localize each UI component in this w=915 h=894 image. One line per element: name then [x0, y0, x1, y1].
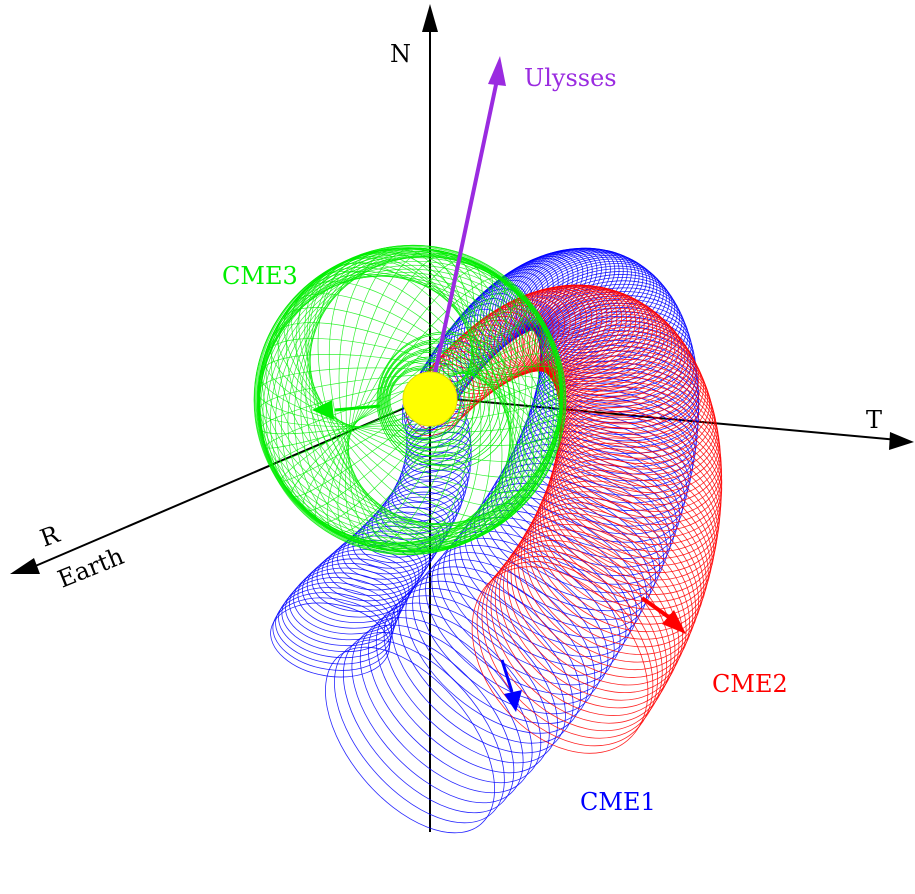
cme3-inner-ring	[385, 358, 471, 444]
north-axis-label: N	[390, 40, 411, 68]
cme1-label: CME1	[580, 788, 656, 816]
cme1-ring	[306, 553, 413, 618]
cme1-ring	[334, 639, 505, 824]
cme1-ring	[351, 624, 524, 804]
cme3-direction-arrow	[312, 400, 381, 420]
cme3-inner-ring	[381, 347, 491, 457]
cme2-ring	[524, 287, 645, 379]
cme1-ring	[418, 559, 596, 715]
cme1-ring	[448, 523, 627, 667]
cme2-ring	[513, 284, 627, 374]
cme1-ring	[281, 582, 396, 653]
cme2-ring	[510, 284, 623, 373]
cme1-ring	[437, 537, 615, 686]
cme1-ring	[391, 588, 566, 754]
cme1-ring	[483, 254, 579, 337]
cme1-ring	[383, 595, 558, 764]
cme2-ring	[547, 442, 719, 581]
cme3-inner-ring	[383, 351, 481, 449]
cme1-ring	[362, 501, 451, 558]
cme1-ring	[394, 457, 470, 509]
cme1-ring	[297, 562, 407, 629]
cme1-ring	[359, 617, 533, 794]
cme1-ring	[529, 263, 661, 346]
cme2-ring	[471, 566, 649, 754]
cme2-ring	[540, 300, 672, 395]
cme2-ring	[550, 432, 721, 566]
cme2-ring	[503, 529, 680, 701]
cme1-ring	[270, 602, 390, 678]
transverse-axis-label: T	[866, 406, 882, 434]
cme2-ring	[543, 305, 679, 402]
cme1-ring	[293, 567, 404, 635]
ulysses-direction-arrow	[428, 56, 506, 398]
north-axis-arrowhead	[422, 4, 438, 32]
cme3-ring	[256, 244, 564, 556]
ulysses-label: Ulysses	[524, 64, 617, 92]
cme2-ring	[529, 290, 653, 383]
cme3-inner-ring	[387, 365, 461, 439]
cme2-ring	[553, 421, 722, 553]
cme1-ring	[425, 552, 602, 705]
cme1-ring	[375, 602, 550, 774]
cme2-ring	[551, 320, 694, 421]
cme1-ring	[412, 566, 589, 724]
cme1-ring	[275, 592, 393, 665]
cme2-ring	[517, 507, 694, 671]
cme1-ring	[405, 573, 582, 734]
cme2-ring	[554, 416, 722, 546]
cme3-inner-ring	[386, 360, 466, 440]
transverse-axis-arrowhead	[889, 432, 914, 450]
cme2-ring	[545, 307, 683, 405]
cme1-ring	[367, 609, 542, 784]
cme3-inner-ring	[382, 349, 486, 453]
radial-axis-label: R	[36, 520, 63, 553]
cme2-ring	[494, 540, 672, 716]
cme1-ring	[325, 646, 495, 834]
cme1-ring	[494, 249, 598, 332]
cme2-ring	[552, 427, 721, 559]
cme2-ring	[538, 297, 669, 392]
transverse-axis-line	[429, 396, 899, 441]
cme3-inner-ring	[384, 356, 476, 448]
cme2-ring	[544, 453, 716, 595]
sun-disk	[402, 371, 458, 427]
cme1-ring	[302, 558, 410, 624]
cme2-ring	[479, 292, 577, 376]
cme2-ring	[550, 316, 692, 417]
cme2-direction-arrow	[640, 596, 686, 634]
radial-axis-arrowhead	[10, 558, 40, 574]
cme2-ring	[499, 534, 676, 709]
cme3-inner-ring	[376, 331, 516, 471]
cme1-ring	[431, 544, 609, 695]
cme2-label: CME2	[712, 670, 788, 698]
earth-direction-label: Earth	[54, 542, 128, 594]
cme3-inner-ring	[380, 342, 496, 458]
cme1-ring	[272, 597, 391, 671]
cme1-ring	[342, 632, 515, 814]
cme2-ring	[520, 502, 697, 663]
cme1-ring	[289, 572, 401, 641]
cme2-ring	[506, 523, 684, 694]
cme1-ring	[391, 463, 468, 516]
cme2-ring	[490, 545, 668, 724]
cme1-ring	[400, 445, 472, 496]
cme1-direction-arrow	[500, 659, 522, 712]
cme2-ring	[514, 513, 690, 678]
cme3-label: CME3	[222, 262, 298, 290]
